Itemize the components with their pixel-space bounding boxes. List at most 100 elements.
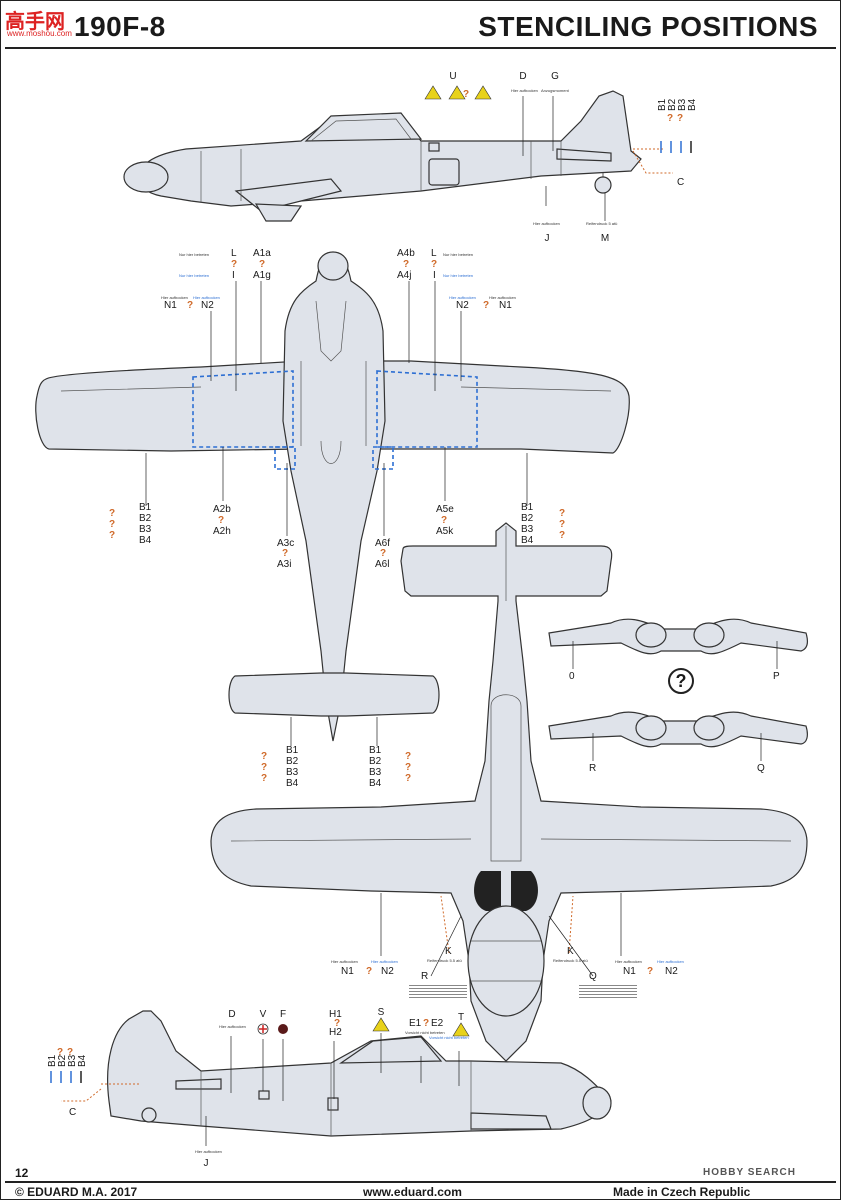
question-Btr-3: ? (405, 773, 412, 784)
question-A2: ? (218, 515, 225, 526)
label-T: T (457, 1012, 465, 1023)
stencil-text-N2-under-l: Hier aufbocken (371, 959, 398, 964)
watermark-logo: 高手网 www.moshou.com (5, 5, 72, 39)
label-M: M (600, 233, 610, 244)
stencil-text-E2: Vorsicht nicht betreten (429, 1035, 469, 1040)
model-title: 190F-8 (74, 11, 166, 42)
label-A4j: A4j (397, 270, 412, 281)
label-U: U (449, 71, 457, 82)
question-Btr-1: ? (405, 751, 412, 762)
label-J-top: J (544, 233, 550, 244)
label-N1-right: N1 (499, 300, 512, 311)
label-B2-lw: B2 (139, 513, 152, 524)
question-N-under-r: ? (647, 966, 654, 977)
label-B1-lw: B1 (139, 502, 152, 513)
label-B4-rw: B4 (521, 535, 534, 546)
question-B2-top: ? (677, 113, 684, 124)
label-L-right: L (431, 248, 437, 259)
stencil-text-J-top: Hier aufbocken (533, 221, 560, 226)
watermark-small-text: www.moshou.com (7, 29, 72, 38)
label-A1g: A1g (253, 270, 271, 281)
stencil-text-L-right: Nur hier betreten (443, 252, 474, 257)
label-E1: E1 (409, 1018, 422, 1029)
label-N1-under-r: N1 (623, 966, 636, 977)
stencil-text-J-bottom: Hier aufbocken (195, 1149, 222, 1154)
stencil-text-L-left: Nur hier betreten (179, 252, 210, 257)
label-A5k: A5k (436, 526, 454, 537)
footer-divider (5, 1181, 836, 1183)
question-B1-bottom: ? (57, 1047, 64, 1058)
question-Br-2: ? (559, 519, 566, 530)
flap-detail-views (548, 618, 808, 761)
question-Btl-3: ? (261, 773, 268, 784)
label-N2-under-r: N2 (665, 966, 678, 977)
label-A6l: A6l (375, 559, 390, 570)
question-U: ? (463, 89, 470, 100)
label-flap-Q: Q (757, 763, 765, 774)
label-B3-rw: B3 (521, 524, 534, 535)
question-Btl-2: ? (261, 762, 268, 773)
label-Q-under: Q (589, 971, 597, 982)
label-flap-R: R (589, 763, 597, 774)
label-D-top: D (519, 71, 527, 82)
question-Bl-3: ? (109, 530, 116, 541)
label-A3i: A3i (277, 559, 292, 570)
label-B1-rw: B1 (521, 502, 534, 513)
question-Bl-1: ? (109, 508, 116, 519)
under-view (210, 522, 808, 1062)
question-Btl-1: ? (261, 751, 268, 762)
label-S: S (377, 1007, 385, 1018)
label-B4-tl: B4 (286, 778, 299, 789)
label-B2-tr: B2 (369, 756, 382, 767)
question-A5: ? (441, 515, 448, 526)
label-F: F (279, 1009, 287, 1020)
label-A5e: A5e (436, 504, 454, 515)
stencil-text-N1-left: Hier aufbocken (161, 295, 188, 300)
stencil-text-I-right: Nur hier betreten (443, 273, 474, 278)
stencil-text-N1-right: Hier aufbocken (489, 295, 516, 300)
label-K-left: K (445, 946, 452, 957)
label-A2h: A2h (213, 526, 231, 537)
question-large: ? (675, 671, 687, 691)
stencil-text-N1-under-l: Hier aufbocken (331, 959, 358, 964)
label-B3-lw: B3 (139, 524, 152, 535)
label-C-bottom: C (69, 1107, 77, 1118)
page-title: STENCILING POSITIONS (478, 11, 818, 42)
header-divider (5, 47, 836, 49)
stencil-text-K-left: Reifendruck 5.5 atü (427, 958, 462, 963)
label-N2-right: N2 (456, 300, 469, 311)
label-B3-tr: B3 (369, 767, 382, 778)
label-flap-P: P (773, 671, 780, 682)
stencil-block-Q (579, 983, 637, 999)
label-H1: H1 (329, 1009, 342, 1020)
label-N2-left: N2 (201, 300, 214, 311)
label-B4-top: B4 (687, 98, 698, 111)
stencil-text-N2-under-r: Hier aufbocken (657, 959, 684, 964)
website-link[interactable]: www.eduard.com (363, 1185, 462, 1199)
stencil-text-D: Hier aufbocken (511, 88, 538, 93)
page-number: 12 (15, 1166, 29, 1180)
question-L-right: ? (431, 259, 438, 270)
question-Br-3: ? (559, 530, 566, 541)
watermark-big-text: 高手网 (5, 11, 65, 33)
label-N2-under-l: N2 (381, 966, 394, 977)
label-A6f: A6f (375, 538, 391, 549)
label-E2: E2 (431, 1018, 444, 1029)
origin-text: Made in Czech Republic (613, 1185, 751, 1199)
question-B2-bottom: ? (67, 1047, 74, 1058)
label-A2b: A2b (213, 504, 231, 515)
label-R-under: R (421, 971, 429, 982)
label-C-top: C (677, 177, 685, 188)
label-A1a: A1a (253, 248, 271, 259)
question-Bl-2: ? (109, 519, 116, 530)
label-L-left: L (231, 248, 237, 259)
label-B1-tl: B1 (286, 745, 299, 756)
label-J-bottom: J (203, 1158, 209, 1169)
label-I-left: I (232, 270, 235, 281)
label-B3-tl: B3 (286, 767, 299, 778)
stencil-text-M: Reifendruck 5 atü (586, 221, 618, 226)
label-B2-rw: B2 (521, 513, 534, 524)
label-H2: H2 (329, 1027, 342, 1038)
label-K-right: K (567, 946, 574, 957)
